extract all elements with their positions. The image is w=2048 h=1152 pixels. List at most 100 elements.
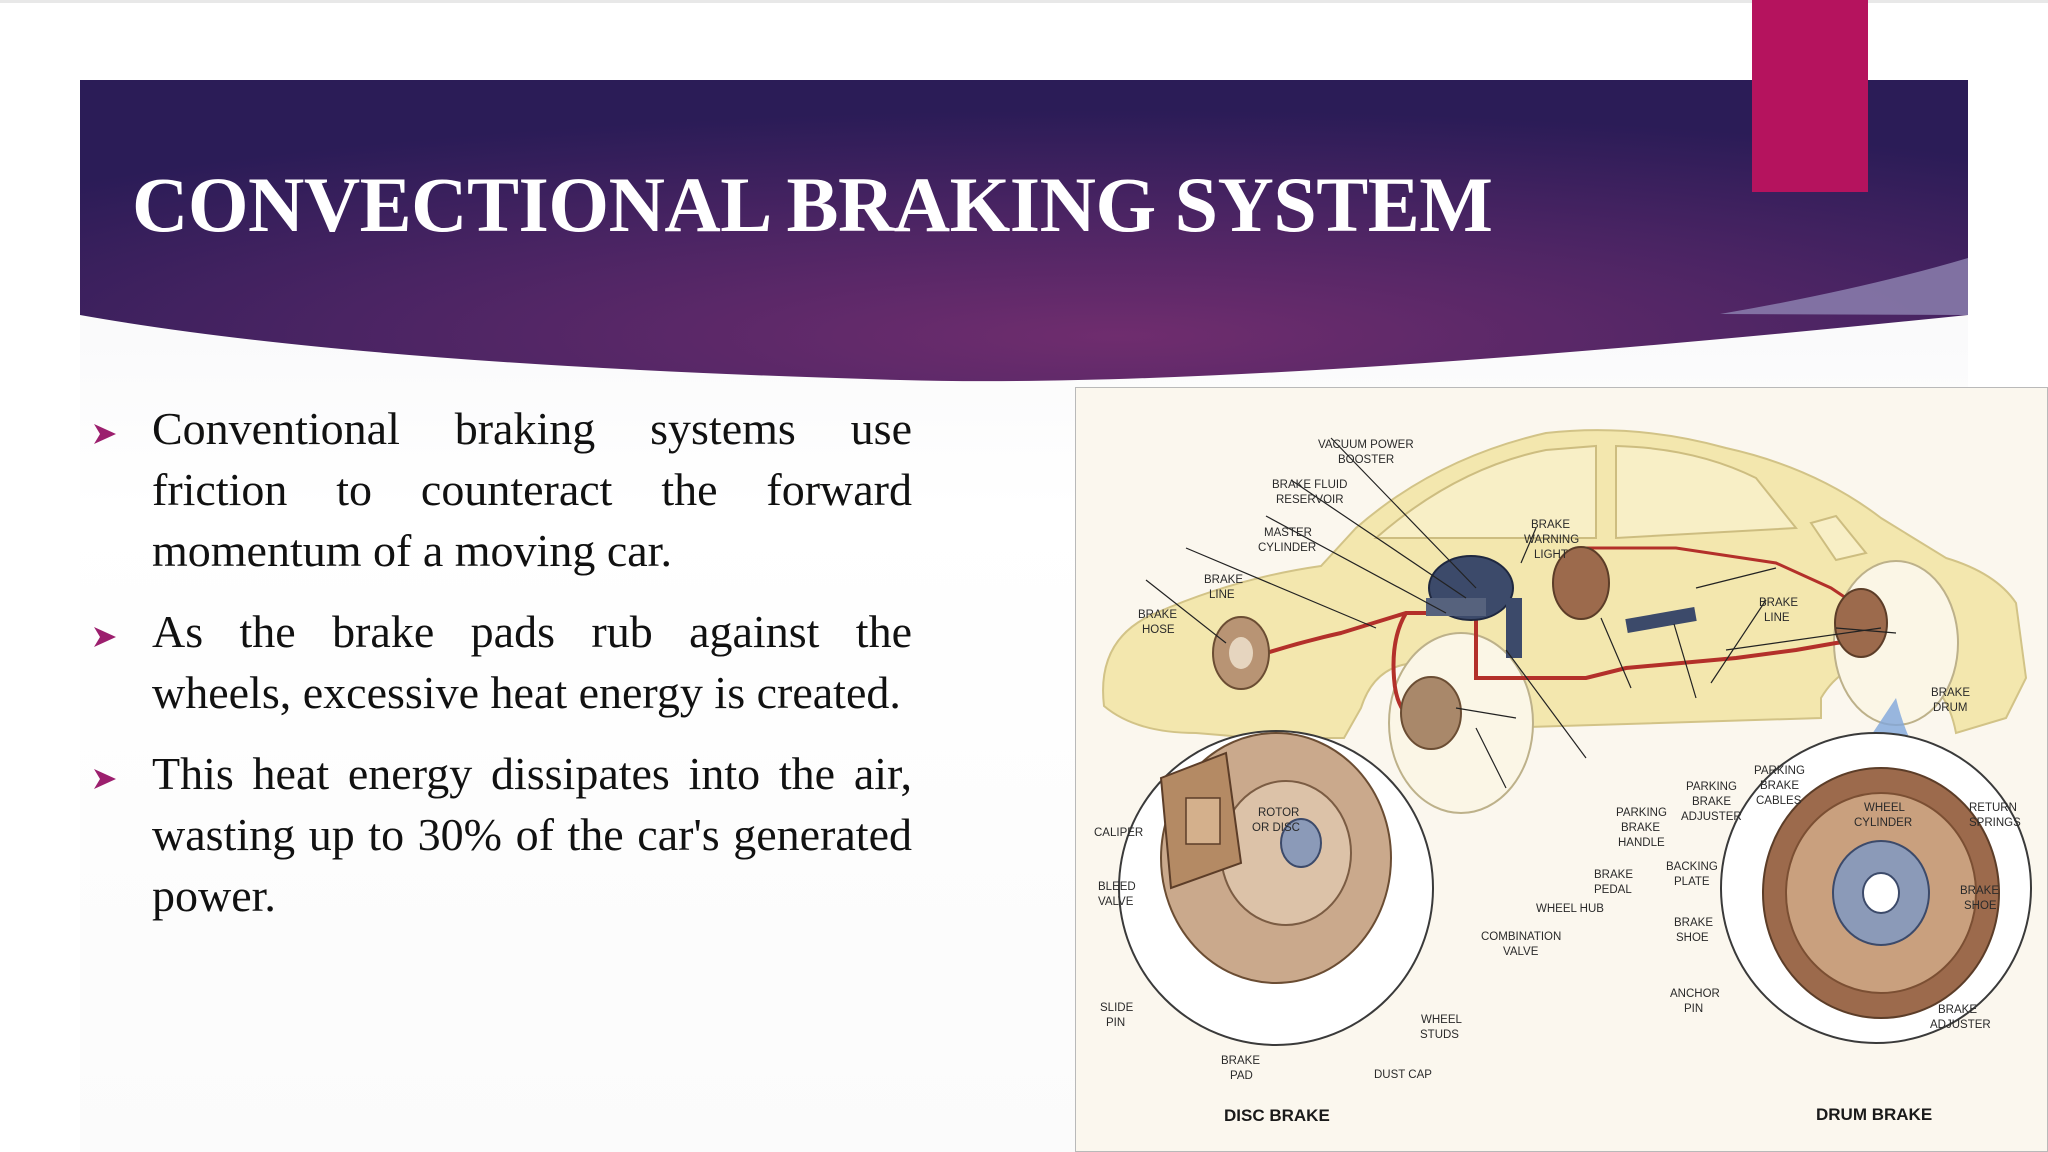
top-border (0, 0, 2048, 3)
label-parking-brake-adjuster: BRAKE (1692, 796, 1731, 808)
label-slide-pin: PIN (1106, 1017, 1125, 1029)
label-parking-brake-adjuster: ADJUSTER (1681, 811, 1742, 823)
arrowhead-bullet-icon (94, 424, 116, 444)
label-parking-brake-handle: HANDLE (1618, 837, 1665, 849)
label-brake-shoe: BRAKE (1960, 885, 1999, 897)
label-brake-adjuster: BRAKE (1938, 1004, 1977, 1016)
slide-title: CONVECTIONAL BRAKING SYSTEM (132, 161, 1493, 248)
label-backing-plate: BACKING (1666, 861, 1718, 873)
label-brake-drum: BRAKE (1931, 687, 1970, 699)
caption-drum-brake: DRUM BRAKE (1816, 1105, 1932, 1124)
label-brake-shoe: SHOE (1676, 932, 1709, 944)
label-brake-pad: BRAKE (1221, 1055, 1260, 1067)
label-dust-cap: DUST CAP (1374, 1069, 1432, 1081)
brake-lines (1250, 611, 1877, 680)
label-brake-shoe: SHOE (1964, 900, 1997, 912)
label-rotor-or-disc: OR DISC (1252, 822, 1300, 834)
label-brake-warning-light: LIGHT (1534, 549, 1568, 561)
arrowhead-bullet-icon (94, 627, 116, 647)
label-wheel-studs: WHEEL (1421, 1014, 1463, 1026)
label-brake-hose: HOSE (1142, 624, 1175, 636)
label-combination-valve: VALVE (1503, 946, 1539, 958)
label-anchor-pin: PIN (1684, 1003, 1703, 1015)
svg-text:CALIPER: CALIPER (1094, 827, 1143, 839)
label-brake-fluid-reservoir: RESERVOIR (1276, 494, 1344, 506)
label-parking-brake-cables: CABLES (1756, 795, 1802, 807)
label-bleed-valve: BLEED (1098, 881, 1136, 893)
label-master-cylinder: CYLINDER (1258, 542, 1316, 554)
title-banner (80, 80, 1968, 382)
svg-text:DUST CAP: DUST CAP (1374, 1069, 1432, 1081)
bullet-item: As the brake pads rub against the wheels… (92, 601, 912, 723)
label-wheel-studs: STUDS (1420, 1029, 1459, 1041)
label-caliper: CALIPER (1094, 827, 1143, 839)
label-brake-pad: PAD (1230, 1070, 1253, 1082)
label-bleed-valve: VALVE (1098, 896, 1134, 908)
label-wheel-cylinder: WHEEL (1864, 802, 1906, 814)
label-master-cylinder: MASTER (1264, 527, 1312, 539)
label-brake-hose: BRAKE (1138, 609, 1177, 621)
label-parking-brake-cables: PARKING (1754, 765, 1805, 777)
arrowhead-bullet-icon (94, 769, 116, 789)
bullet-item: Conventional braking systems use frictio… (92, 398, 912, 581)
label-parking-brake-cables: BRAKE (1760, 780, 1799, 792)
svg-text:WHEEL HUB: WHEEL HUB (1536, 903, 1604, 915)
label-brake-line-rear: LINE (1764, 612, 1790, 624)
label-combination-valve: COMBINATION (1481, 931, 1561, 943)
label-brake-pedal: BRAKE (1594, 869, 1633, 881)
label-brake-warning-light: WARNING (1524, 534, 1579, 546)
label-brake-shoe: BRAKE (1674, 917, 1713, 929)
label-vacuum-power-booster: VACUUM POWER (1318, 439, 1414, 451)
label-anchor-pin: ANCHOR (1670, 988, 1720, 1000)
bullet-list: Conventional braking systems use frictio… (92, 398, 912, 946)
label-parking-brake-handle: BRAKE (1621, 822, 1660, 834)
bullet-text: As the brake pads rub against the wheels… (152, 606, 912, 718)
bullet-text: This heat energy dissipates into the air… (152, 748, 912, 921)
bullet-text: Conventional braking systems use frictio… (152, 403, 912, 576)
label-brake-warning-light: BRAKE (1531, 519, 1570, 531)
label-brake-fluid-reservoir: BRAKE FLUID (1272, 479, 1347, 491)
accent-bar (1752, 0, 1868, 192)
label-parking-brake-adjuster: PARKING (1686, 781, 1737, 793)
label-return-springs: RETURN (1969, 802, 2017, 814)
label-brake-line: BRAKE (1204, 574, 1243, 586)
label-brake-adjuster: ADJUSTER (1930, 1019, 1991, 1031)
label-return-springs: SPRINGS (1969, 817, 2021, 829)
label-brake-drum: DRUM (1933, 702, 1968, 714)
label-parking-brake-handle: PARKING (1616, 807, 1667, 819)
caption-disc-brake: DISC BRAKE (1224, 1106, 1330, 1125)
label-brake-line: LINE (1209, 589, 1235, 601)
label-backing-plate: PLATE (1674, 876, 1710, 888)
label-slide-pin: SLIDE (1100, 1002, 1134, 1014)
label-brake-pedal: PEDAL (1594, 884, 1632, 896)
label-brake-line-rear: BRAKE (1759, 597, 1798, 609)
bullet-item: This heat energy dissipates into the air… (92, 743, 912, 926)
label-rotor-or-disc: ROTOR (1258, 807, 1299, 819)
